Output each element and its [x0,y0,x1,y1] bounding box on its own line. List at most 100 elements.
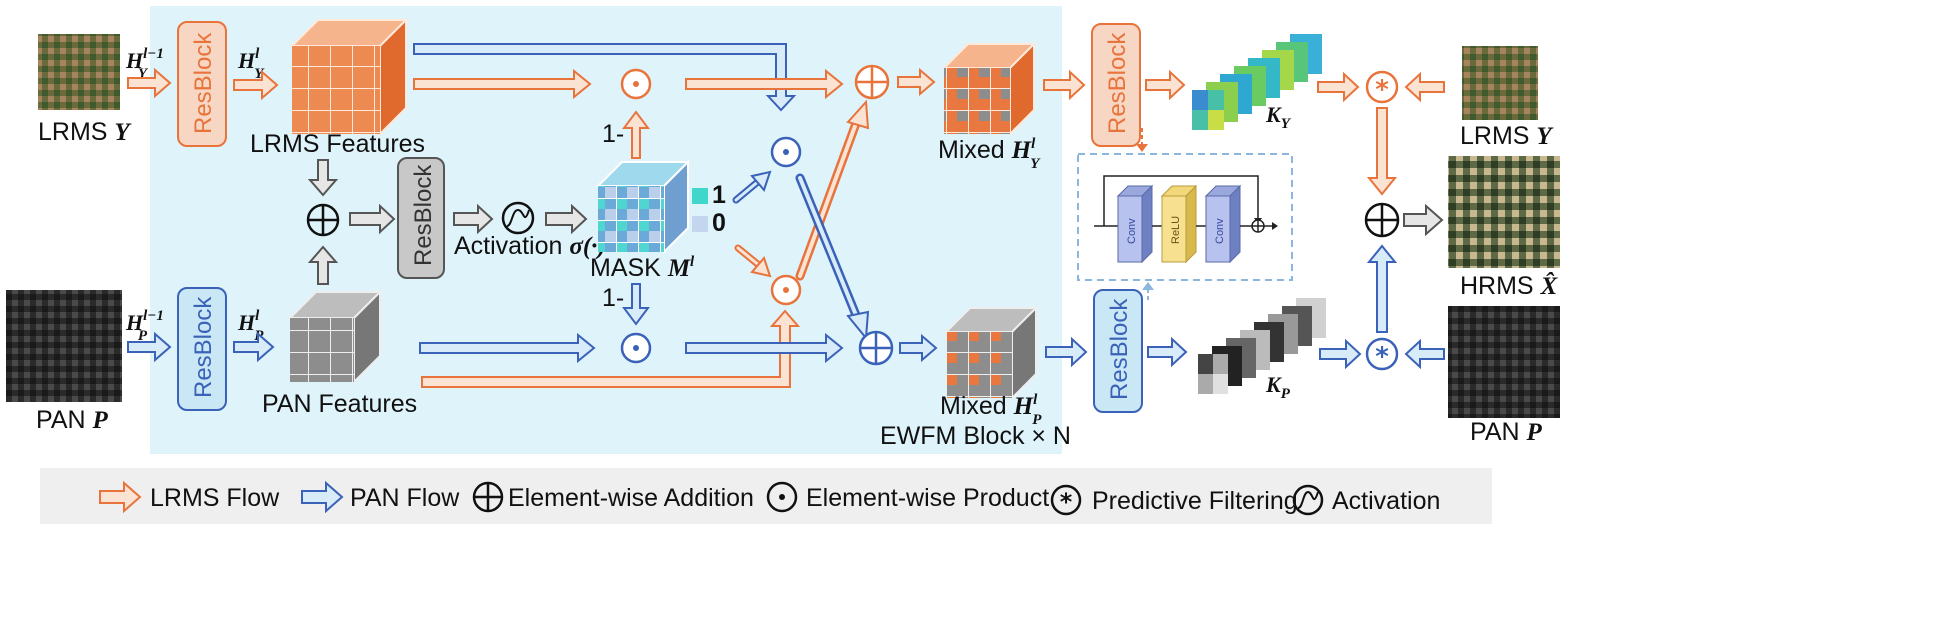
final-add-to-output-arrow [1403,203,1444,237]
pan-product-op-mid [770,136,802,168]
pan-filter-op: * [1365,337,1399,372]
one-minus-top: 1- [602,120,624,148]
pan-right-to-filter-arrow [1404,338,1445,370]
bottom-product-to-add-arrow [685,332,844,364]
mask-to-bottom-product-arrow [622,283,650,326]
pan-right-image [1448,306,1560,418]
lrms-feature-cube [289,17,409,137]
legend-add: Element-wise Addition [508,484,754,512]
kp-to-filter-arrow [1319,338,1362,370]
pan-input-image [6,290,122,402]
inset-relu [1160,184,1198,264]
lrms-arrow-in [127,67,172,99]
pan-add-op [858,330,894,366]
legend-filter: Predictive Filtering [1092,487,1298,515]
filter-p-to-final-add [1366,244,1398,333]
lrms-resblock-label: ResBlock [190,32,217,134]
legend-product-icon [766,481,798,513]
gray-arrow-right-1 [349,203,396,235]
legend-lrms-flow: LRMS Flow [150,484,280,512]
lrms-right-label: LRMS Y [1460,122,1554,150]
pan-kernel-resblock [1093,289,1143,413]
gray-arrow-up [307,245,339,285]
pan-input-label: PAN P [36,406,109,434]
hy-arrow [233,69,279,101]
pan-to-bottom-product-arrow [419,332,596,364]
one-minus-bottom: 1- [602,284,624,312]
mixed-y-to-resblock-arrow [1043,69,1086,101]
inset-relu-label: ReLU [1170,216,1182,244]
activation-op [501,201,535,235]
mixed-p-cube [943,305,1039,401]
hp-arrow [233,331,275,363]
activation-label: Activation σ(·) [454,232,606,260]
inset-conv1 [1116,184,1154,264]
resblock-to-kp-arrow [1147,336,1188,368]
ky-symbol: KY [1265,102,1292,132]
mask-cube [595,159,691,255]
inset-conv1-label: Conv [1126,218,1138,244]
legend-pan-flow: PAN Flow [350,484,460,512]
mask-resblock-label: ResBlock [410,164,437,266]
top-product-to-add-arrow [685,68,844,100]
pan-product-op-bottom [620,332,652,364]
mask-key-one-swatch [692,188,708,204]
legend-pan-flow-icon [301,480,344,514]
svg-text:*: * [1375,342,1389,372]
legend-add-icon [472,481,504,513]
ky-to-filter-arrow [1317,71,1360,103]
gray-arrow-down [307,159,339,197]
inset-skip-line [1103,175,1259,226]
legend-activation-icon [1292,484,1324,516]
mask-key-zero-swatch [692,216,708,232]
add-to-mixed-p-arrow [899,333,938,363]
mask-label: MASK Ml [590,254,695,282]
lrms-input-image [38,34,120,110]
inset-conv2 [1204,184,1242,264]
filter-y-to-final-add [1366,107,1398,196]
lrms-kernel-resblock [1091,23,1141,147]
inset-conv2-label: Conv [1214,218,1226,244]
mask-key-one: 1 [712,181,726,209]
pan-resblock-label: ResBlock [190,296,217,398]
legend-bg [40,468,1492,524]
kp-symbol: KP [1265,372,1291,402]
gray-arrow-right-3 [545,203,588,235]
mixed-y-cube [941,41,1037,137]
inset-add-icon [1251,219,1265,233]
lrms-resblock [177,21,227,147]
legend-product: Element-wise Product [806,484,1049,512]
hrms-output-image [1448,156,1560,268]
lrms-add-op [854,64,890,100]
lrms-to-top-product-arrow [413,68,592,100]
gray-arrow-right-2 [453,203,494,235]
ky-kernel-stack [1192,34,1322,130]
lrms-features-to-mid-product [413,43,797,112]
lrms-features-label: LRMS Features [250,130,425,158]
pan-feature-cube [287,289,383,385]
kp-kernel-stack [1198,298,1326,394]
pan-arrow-in [127,331,172,363]
mixed-p-to-resblock-arrow [1045,336,1088,368]
pan-kernel-resblock-label: ResBlock [1106,298,1133,400]
final-add-op [1364,202,1400,238]
pan-right-label: PAN P [1470,418,1543,446]
feature-add-op [306,203,340,237]
mask-to-top-product-arrow [622,110,650,159]
lrms-filter-op: * [1365,70,1399,105]
resblock-to-ky-arrow [1145,69,1186,101]
legend-activation: Activation [1332,487,1440,515]
hrms-output-label: HRMS X̂ [1460,272,1559,300]
ewfm-block-label: EWFM Block × N [880,422,1071,450]
resblock-detail-inset [1077,153,1293,281]
lrms-right-image [1462,46,1538,120]
lrms-right-to-filter-arrow [1404,71,1445,103]
legend-filter-icon: * [1050,484,1082,516]
pan-features-label: PAN Features [262,390,417,418]
